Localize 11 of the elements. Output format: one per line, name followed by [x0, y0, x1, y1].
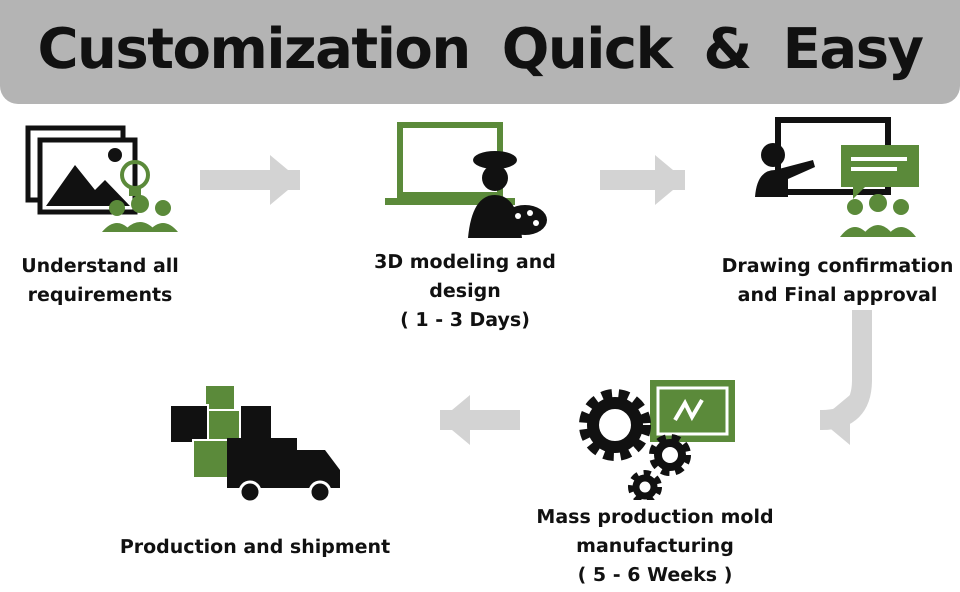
step-label: Mass production mold manufacturing — [535, 505, 775, 559]
step-label: 3D modeling and design — [373, 250, 557, 304]
step-label: Understand all requirements — [20, 254, 180, 308]
duration-label: ( 5 - 6 Weeks ) — [576, 563, 734, 588]
title-banner: Customization Quick & Easy — [0, 0, 960, 104]
step-label: Production and shipment — [118, 535, 392, 560]
step-label: Drawing confirmation and Final approval — [720, 254, 954, 308]
arrow — [600, 155, 685, 205]
arrow — [440, 395, 520, 445]
arrow — [200, 155, 300, 205]
duration-label: ( 1 - 3 Days) — [399, 308, 531, 333]
